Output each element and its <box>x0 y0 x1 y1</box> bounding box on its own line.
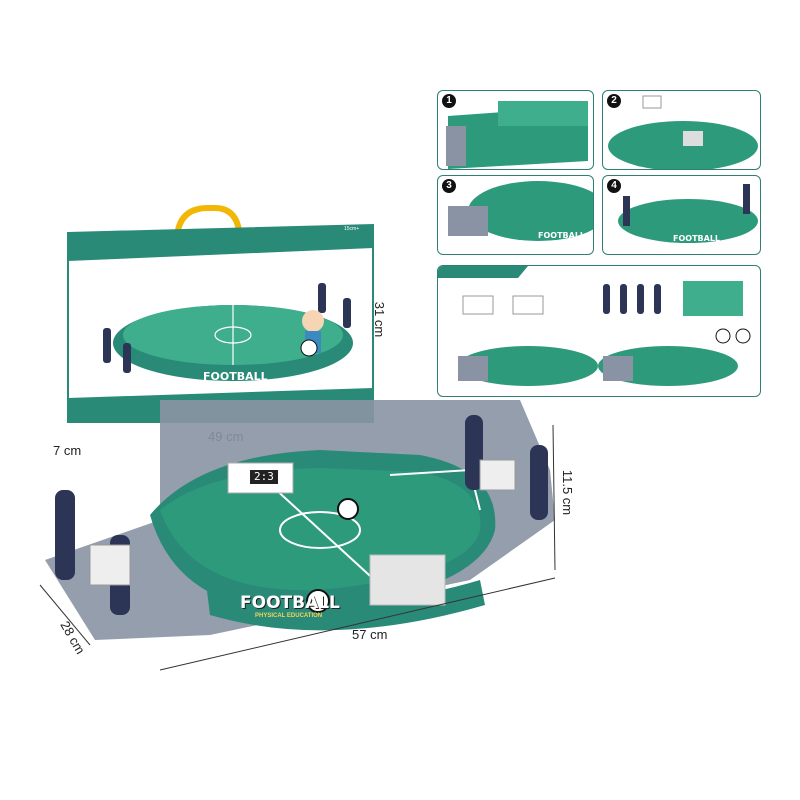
field-wall <box>150 450 496 611</box>
box-width-label: 49 cm <box>208 429 244 444</box>
box-height-label: 31 cm <box>372 301 388 338</box>
svg-text:FOOTBALL: FOOTBALL <box>203 370 268 383</box>
ball <box>337 498 359 520</box>
control-rod <box>465 415 483 490</box>
box-illustration: FOOTBALL <box>67 205 374 423</box>
product-box: FOOTBALL <box>67 205 374 426</box>
step-number: 4 <box>607 179 621 193</box>
toy-logo-subtext: PHYSICAL EDUCATION <box>255 613 323 619</box>
toy-depth-label: 28 cm <box>57 618 89 657</box>
goal <box>89 544 131 586</box>
step-number: 3 <box>442 179 456 193</box>
scoreboard-display: 2:3 <box>254 470 274 483</box>
step-number: 2 <box>607 94 621 108</box>
step-4-panel: FOOTBALL 4 <box>602 175 761 255</box>
svg-text:FOOTBALL: FOOTBALL <box>538 231 585 240</box>
toy-height-label: 11.5 cm <box>560 469 576 516</box>
parts-panel <box>437 265 761 397</box>
field <box>160 468 481 591</box>
toy-length-label: 57 cm <box>352 627 388 642</box>
box-depth-label: 7 cm <box>53 443 82 458</box>
control-rod <box>55 490 75 580</box>
svg-text:FOOTBALL: FOOTBALL <box>673 234 720 243</box>
toy-logo: FOOTBALL <box>240 593 340 613</box>
control-rod <box>530 445 548 520</box>
step-3-panel: FOOTBALL 3 <box>437 175 594 255</box>
step-1-panel: 1 <box>437 90 594 170</box>
step-2-panel: 2 <box>602 90 761 170</box>
box-badge: 15cm+ <box>342 225 362 233</box>
box-handle <box>175 205 242 231</box>
step-number: 1 <box>442 94 456 108</box>
goal <box>479 459 516 491</box>
control-rod <box>110 535 130 615</box>
